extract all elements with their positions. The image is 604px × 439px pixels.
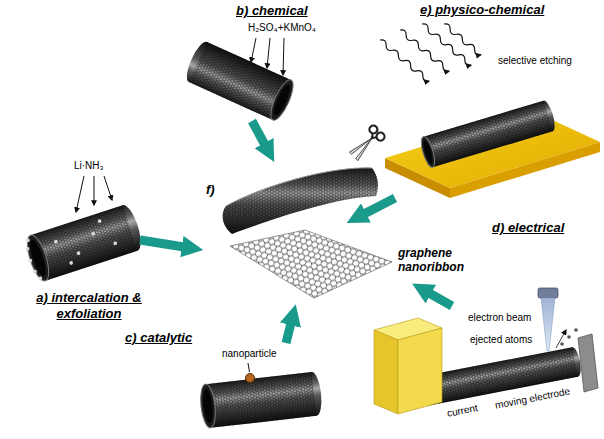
moving-electrode [578,334,598,392]
reagent-label: H₂SO₄+KMnO₄ [248,22,316,34]
reagent-arrows [76,176,112,212]
tube-opening [419,135,438,169]
tube-lattice [423,101,552,168]
tube-body [206,372,317,428]
part-label: nanoparticle [222,348,276,360]
part-label: electron beam [468,312,531,324]
electron-beam [538,288,558,351]
graphene-ribbon [230,230,392,298]
tube-opening [23,233,53,284]
tube-opening [199,383,218,428]
nanotube [21,203,145,284]
etching-waves [378,22,482,83]
part-label: moving electrode [494,385,571,411]
tube-opening [422,140,435,165]
tube-opening [271,83,293,118]
tube-lattice [206,372,317,428]
method-label: a) intercalation & exfoliation [36,290,142,321]
part-label: current [446,402,479,420]
method-label: d) electrical [492,220,564,236]
reagent-label: Li·NH₃ [74,160,104,172]
process-arrows [140,121,452,343]
scissors [347,124,386,163]
nanotube [199,371,324,428]
tube-opening [202,389,215,424]
method-label: b) chemical [236,3,308,19]
part-label: ejected atoms [470,334,532,346]
electrode-cube [374,318,442,414]
method-label: e) physico-chemical [420,2,544,18]
nanotube [419,99,558,169]
product-label: graphene nanoribbon [398,246,488,275]
part-label: selective etching [498,55,572,67]
intercalant-dots [22,213,121,282]
tube-opening [27,238,48,277]
nanotube [183,39,298,123]
unzipping-sheet [223,168,378,234]
tube-opening [267,77,298,123]
tube-body [423,101,552,168]
method-label: c) catalytic [125,330,192,346]
reagent-arrows [251,38,284,75]
ejected-atoms [556,328,578,348]
panel-letter: f) [206,182,215,198]
leader-line [248,363,250,372]
nanoparticle [246,374,255,383]
